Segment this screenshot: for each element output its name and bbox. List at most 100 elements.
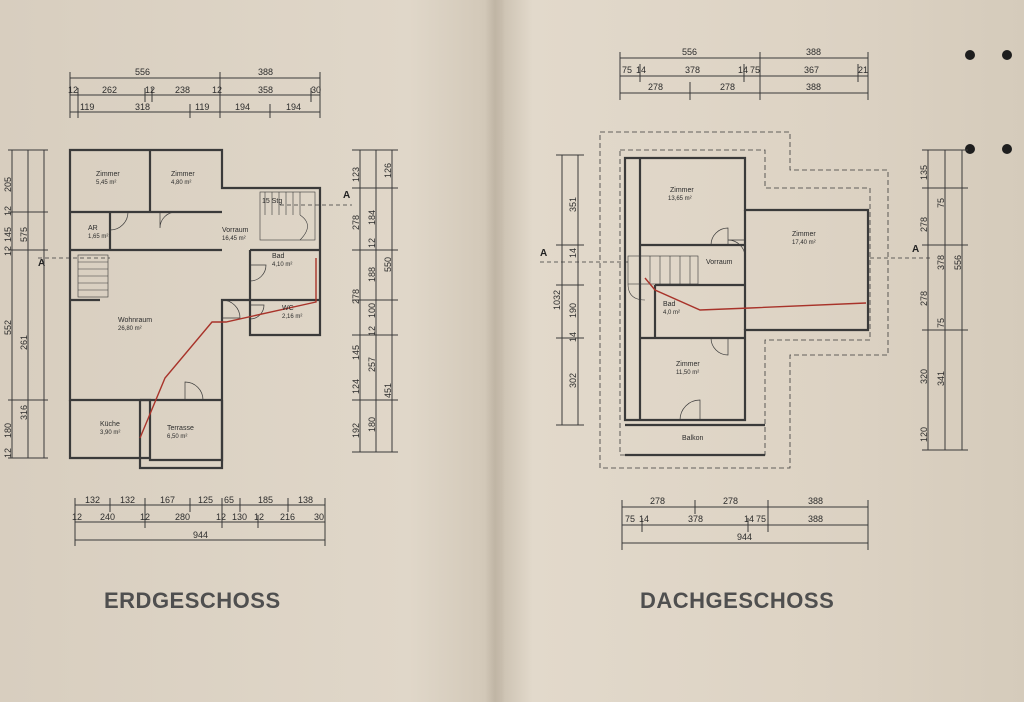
- dim-label: 21: [858, 65, 868, 75]
- punch-hole: [1002, 50, 1012, 60]
- dim-label: 132: [85, 495, 100, 505]
- room-name: WC: [282, 305, 294, 312]
- dim-label: 75: [750, 65, 760, 75]
- dim-label: 358: [258, 85, 273, 95]
- ground-room-labels: Zimmer 5,45 m² Zimmer 4,80 m² AR 1,65 m²…: [88, 171, 302, 440]
- dim-label: 12: [3, 206, 13, 216]
- ground-pipe-line: [139, 258, 317, 439]
- dim-label: 278: [648, 82, 663, 92]
- ground-doors: [109, 211, 267, 401]
- dim-label: 280: [175, 512, 190, 522]
- dim-label: 120: [919, 427, 929, 442]
- dim-label: 194: [235, 102, 250, 112]
- ground-walls: [68, 148, 322, 470]
- ground-top-dimensions: [69, 72, 321, 118]
- room-name: Bad: [663, 301, 676, 308]
- room-name: Vorraum: [222, 227, 249, 234]
- dim-label: 180: [367, 417, 377, 432]
- attic-floor-title: DACHGESCHOSS: [640, 588, 835, 613]
- dim-label: 167: [160, 495, 175, 505]
- ground-bottom-dimensions: [74, 498, 326, 546]
- room-area: 4,10 m²: [272, 262, 292, 268]
- room-area: 5,45 m²: [96, 180, 116, 186]
- dim-label: 451: [383, 383, 393, 398]
- room-area: 4,80 m²: [171, 180, 191, 186]
- dim-label: 238: [175, 85, 190, 95]
- dim-label: 278: [919, 291, 929, 306]
- dim-label: 262: [102, 85, 117, 95]
- section-mark: A: [343, 190, 350, 201]
- dim-label: 556: [135, 67, 150, 77]
- room-name: Vorraum: [706, 259, 733, 266]
- dim-label: 388: [806, 82, 821, 92]
- dim-label: 12: [68, 85, 78, 95]
- dim-label: 14: [738, 65, 748, 75]
- room-name: Zimmer: [670, 187, 694, 194]
- dim-label: 185: [258, 495, 273, 505]
- dim-label: 320: [919, 369, 929, 384]
- dim-label: 12: [3, 448, 13, 458]
- dim-label: 205: [3, 177, 13, 192]
- attic-top-dimensions: [619, 52, 869, 100]
- dim-label: 12: [3, 246, 13, 256]
- dim-label: 130: [232, 512, 247, 522]
- room-area: 16,45 m²: [222, 236, 246, 242]
- room-area: 6,50 m²: [167, 434, 187, 440]
- dim-label: 190: [568, 303, 578, 318]
- dim-label: 261: [19, 335, 29, 350]
- room-name: Terrasse: [167, 425, 194, 432]
- dim-label: 278: [351, 215, 361, 230]
- dim-label: 216: [280, 512, 295, 522]
- punch-hole: [965, 50, 975, 60]
- dim-label: 75: [936, 318, 946, 328]
- ground-floor-title: ERDGESCHOSS: [104, 588, 281, 613]
- dim-label: 388: [258, 67, 273, 77]
- section-mark: A: [912, 244, 919, 255]
- dim-label: 14: [639, 514, 649, 524]
- attic-bottom-dimensions: [621, 500, 869, 550]
- attic-right-dimensions: [922, 149, 968, 451]
- stair-label: 15 Stg: [262, 198, 282, 205]
- dim-label: 12: [254, 512, 264, 522]
- dim-label: 132: [120, 495, 135, 505]
- dim-label: 388: [808, 514, 823, 524]
- section-mark: A: [540, 248, 547, 259]
- dim-label: 257: [367, 357, 377, 372]
- dim-label: 138: [298, 495, 313, 505]
- dim-label: 14: [568, 248, 578, 258]
- room-name: Bad: [272, 253, 285, 260]
- dim-label: 12: [212, 85, 222, 95]
- room-area: 26,80 m²: [118, 326, 142, 332]
- dim-label: 100: [367, 303, 377, 318]
- attic-stairs: [627, 255, 699, 301]
- dim-label: 278: [351, 289, 361, 304]
- dim-label: 378: [685, 65, 700, 75]
- room-name: Zimmer: [792, 231, 816, 238]
- dim-label: 180: [3, 423, 13, 438]
- room-name: Zimmer: [171, 171, 195, 178]
- dim-label: 192: [351, 423, 361, 438]
- dim-label: 550: [383, 257, 393, 272]
- dim-label: 388: [808, 496, 823, 506]
- dim-label: 944: [737, 532, 752, 542]
- dim-label: 145: [351, 345, 361, 360]
- room-area: 3,90 m²: [100, 430, 120, 436]
- attic-section-line: [540, 257, 930, 263]
- attic-left-dimensions: [556, 154, 584, 426]
- dim-label: 341: [936, 371, 946, 386]
- attic-room-labels: Zimmer 13,65 m² Zimmer 17,40 m² Vorraum …: [663, 187, 816, 442]
- room-area: 11,50 m²: [676, 370, 699, 376]
- dim-label: 75: [756, 514, 766, 524]
- dim-label: 124: [351, 379, 361, 394]
- dim-label: 378: [936, 255, 946, 270]
- room-area: 1,65 m²: [88, 234, 108, 240]
- room-area: 2,16 m²: [282, 314, 302, 320]
- dim-label: 378: [688, 514, 703, 524]
- dim-label: 575: [19, 227, 29, 242]
- punch-hole: [1002, 144, 1012, 154]
- dim-label: 302: [568, 373, 578, 388]
- dim-label: 12: [145, 85, 155, 95]
- room-name: Wohnraum: [118, 317, 152, 324]
